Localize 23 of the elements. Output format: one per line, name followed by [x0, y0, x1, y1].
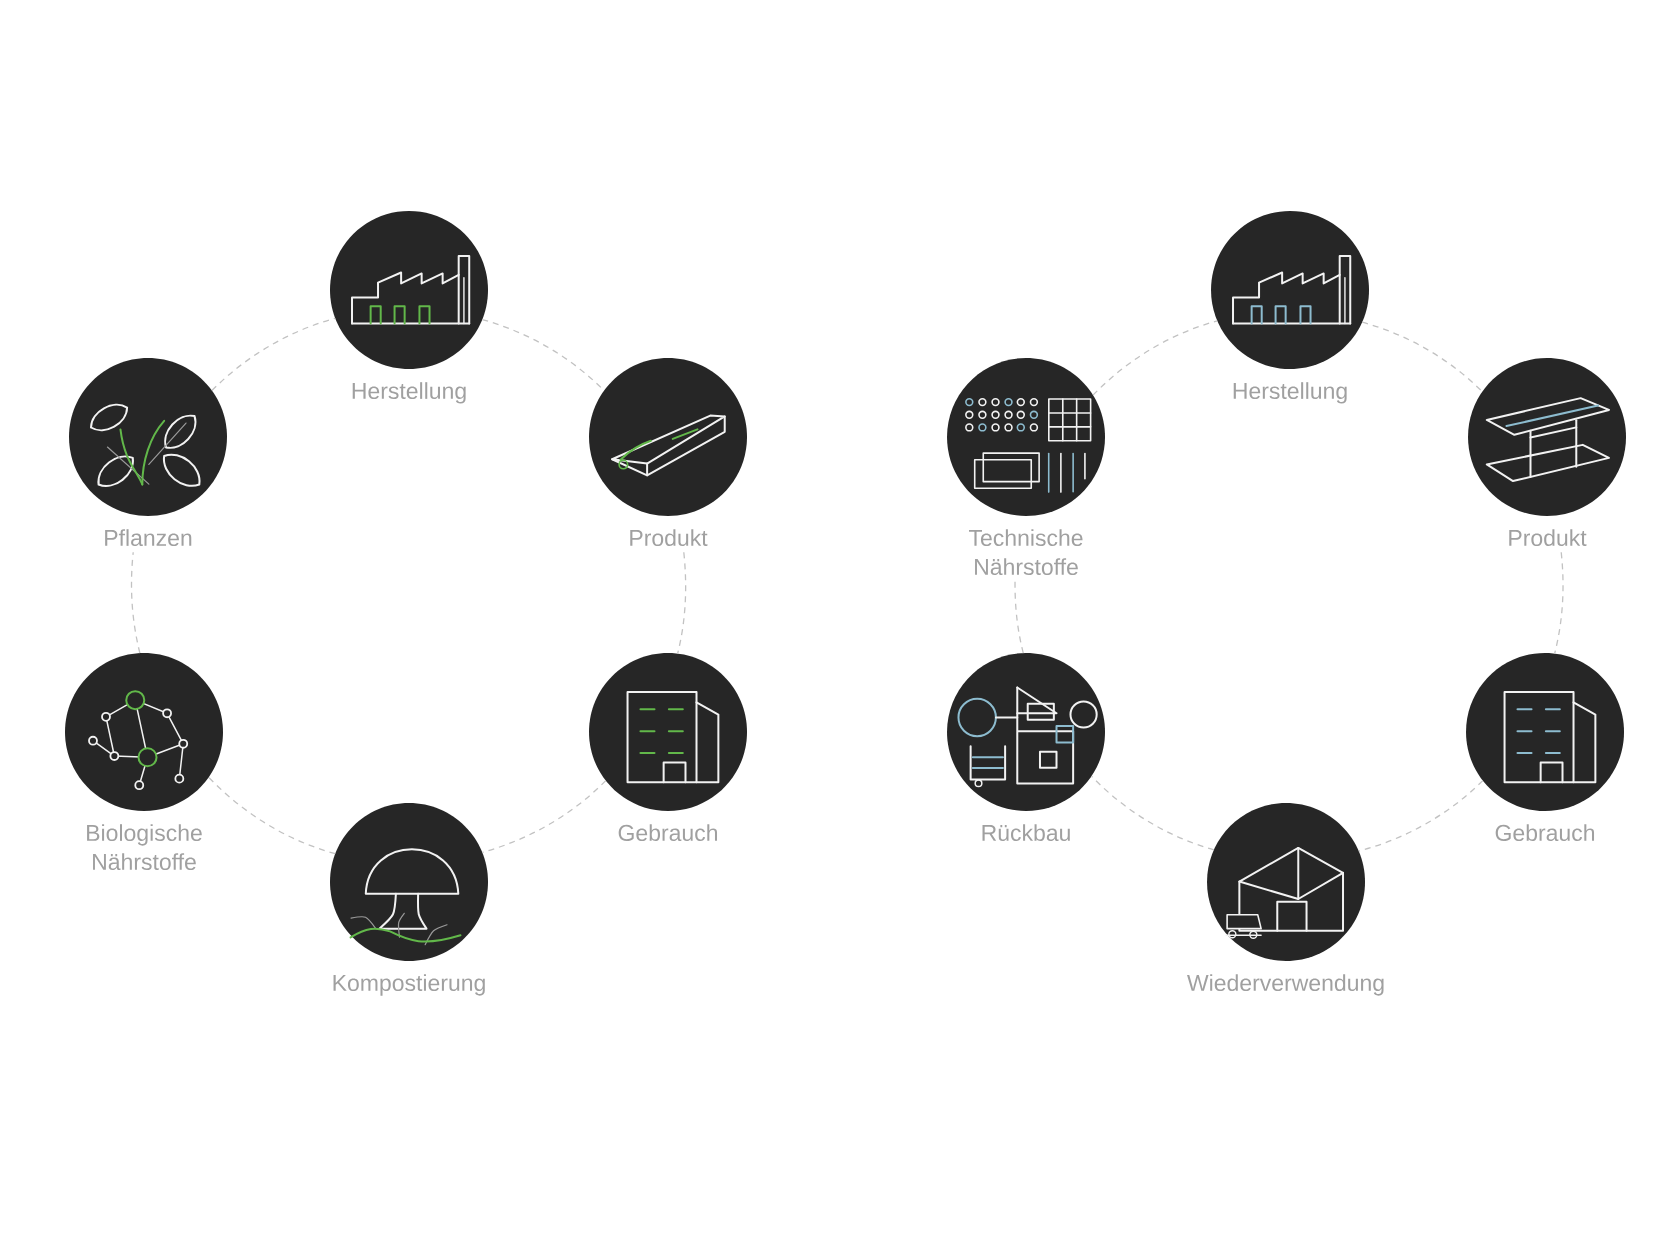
stage-label: Biologische Nährstoffe — [87, 824, 202, 871]
dashed-arc — [677, 551, 687, 655]
stage-label: Gebrauch — [618, 824, 717, 842]
stage-label: Produkt — [1509, 529, 1587, 547]
stage-label: Gebrauch — [1495, 824, 1595, 842]
stage-label: Pflanzen — [105, 529, 192, 547]
stage-label: Technische Nährstoffe — [969, 529, 1083, 576]
stage-label: Herstellung — [1233, 382, 1347, 404]
stage-label: Herstellung — [352, 382, 466, 404]
stage-label: Kompostierung — [333, 974, 485, 996]
dashed-arc — [130, 551, 141, 654]
stage-label: Produkt — [630, 529, 708, 547]
dashed-arc — [481, 780, 607, 854]
dashed-arc — [1090, 775, 1215, 851]
dashed-arc — [1014, 580, 1024, 654]
stage-label: Rückbau — [982, 824, 1070, 842]
dashed-arc — [211, 317, 336, 392]
dashed-arc — [1092, 320, 1218, 396]
dashed-arc — [1361, 321, 1483, 393]
dashed-arc — [208, 776, 336, 855]
dashed-arc — [1358, 780, 1484, 852]
dashed-arc — [1554, 551, 1564, 655]
stage-label: Wiederverwendung — [1187, 974, 1384, 996]
